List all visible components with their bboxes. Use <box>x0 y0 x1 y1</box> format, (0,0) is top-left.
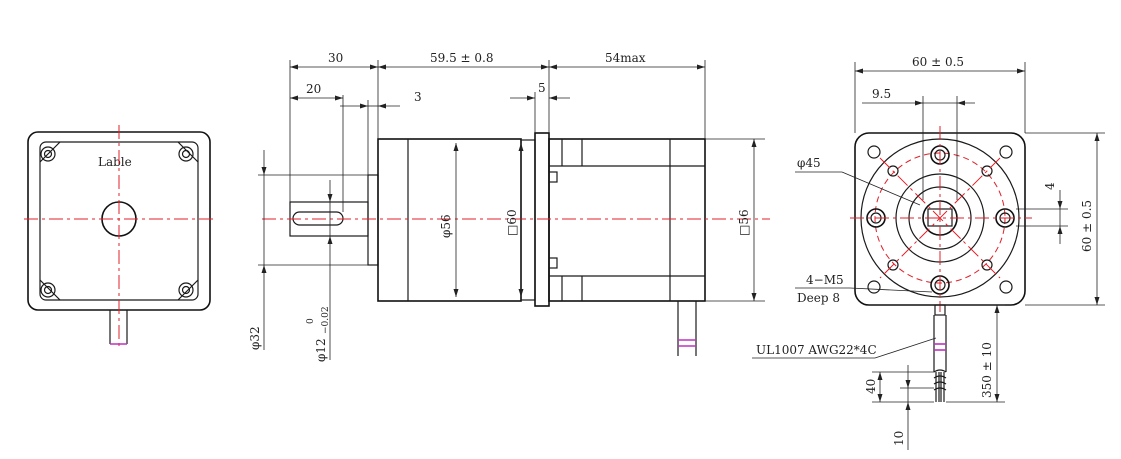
front-view-mount-holes <box>40 146 194 298</box>
dim-end-width: 60 ± 0.5 <box>912 55 964 69</box>
dia-shaft-tol-upper: 0 <box>306 318 316 324</box>
dia-pcd: φ45 <box>797 156 821 170</box>
end-view-pcd-holes <box>887 165 993 271</box>
sq-motor: □56 <box>737 209 751 236</box>
end-view-outer-holes <box>867 145 1013 294</box>
dim-end-small: 4 <box>1043 182 1057 190</box>
front-view-label: Lable <box>98 155 132 169</box>
dia-boss: φ32 <box>248 326 262 350</box>
dim-end-offset: 9.5 <box>872 87 891 101</box>
dia-gearbox: φ56 <box>439 214 453 238</box>
dim-shaft-length: 30 <box>328 51 343 65</box>
holes-spec: 4−M5 <box>806 273 844 287</box>
front-view: Lable <box>24 125 214 348</box>
dia-shaft: φ12 <box>314 338 328 362</box>
cable-end-length: 10 <box>892 431 906 446</box>
motor-body <box>548 138 706 302</box>
dim-flange-length: 5 <box>538 81 546 95</box>
cable-spec: UL1007 AWG22*4C <box>756 343 877 357</box>
side-view: 30 59.5 ± 0.8 54max 20 3 5 φ56 □60 □56 <box>248 51 770 362</box>
dim-end-height: 60 ± 0.5 <box>1080 200 1094 252</box>
holes-depth: Deep 8 <box>797 291 840 305</box>
cable-length: 350 ± 10 <box>980 342 994 398</box>
dim-key-length: 20 <box>306 82 321 96</box>
cable-strip-length: 40 <box>864 379 878 394</box>
dia-shaft-tol-lower: −0.02 <box>321 306 331 334</box>
end-view-cable <box>933 304 947 402</box>
dim-gearbox-length: 59.5 ± 0.8 <box>430 51 494 65</box>
sq-flange: □60 <box>505 209 519 236</box>
dim-step-length: 3 <box>414 90 422 104</box>
side-view-cable <box>677 301 697 356</box>
end-view: 60 ± 0.5 9.5 60 ± 0.5 4 φ45 4−M5 Deep 8 <box>752 55 1105 450</box>
front-view-cable <box>109 310 128 345</box>
dim-motor-length: 54max <box>605 51 646 65</box>
